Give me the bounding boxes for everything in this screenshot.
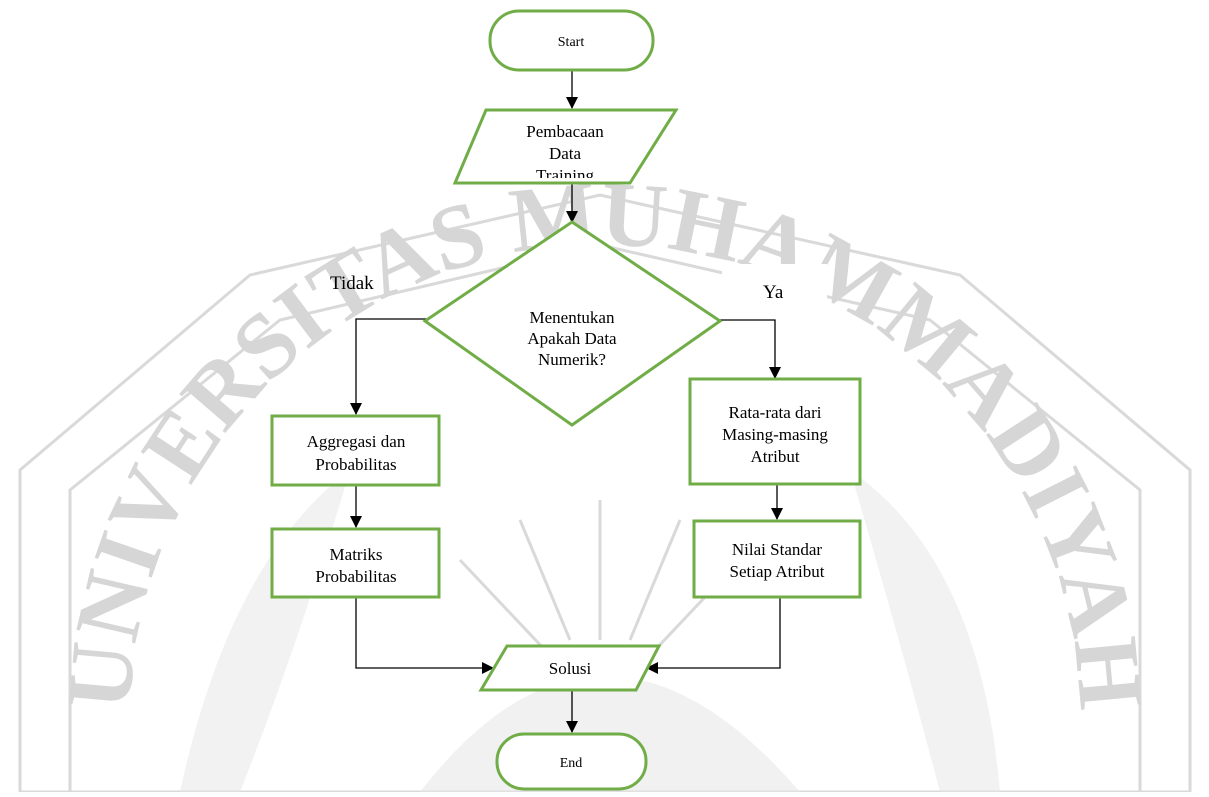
- input-output-shape: [478, 644, 662, 692]
- node-read-label-line-3: Training: [536, 166, 594, 185]
- node-solution: Solusi: [478, 644, 662, 692]
- node-aggregate-label-line-2: Probabilitas: [315, 455, 396, 474]
- node-mean-label-line-2: Masing-masing: [722, 425, 828, 444]
- process-shape: [688, 377, 862, 486]
- node-start-label: Start: [558, 35, 585, 50]
- branch-label-bg: [722, 264, 827, 316]
- node-matrix: Matriks Probabilitas: [270, 527, 441, 599]
- node-read-data: Pembacaan Data Training: [452, 108, 679, 185]
- node-aggregate-label-line-1: Aggregasi dan: [307, 432, 406, 451]
- node-mean-label-line-1: Rata-rata dari: [729, 403, 822, 422]
- edge-decision-yes: [718, 319, 781, 379]
- node-decision: Menentukan Apakah Data Numerik?: [422, 220, 723, 427]
- edge-std-to-solution: [646, 597, 781, 674]
- process-shape: [270, 527, 441, 599]
- process-shape: [692, 519, 862, 599]
- node-start: Start: [488, 9, 655, 72]
- node-matrix-label-line-2: Probabilitas: [315, 567, 396, 586]
- node-decision-label-line-2: Apakah Data: [527, 329, 617, 348]
- node-std: Nilai Standar Setiap Atribut: [692, 519, 862, 599]
- branch-label-no: Tidak: [330, 273, 374, 294]
- input-output-shape: [452, 108, 679, 185]
- process-shape: [270, 414, 441, 487]
- node-std-label-line-2: Setiap Atribut: [730, 562, 825, 581]
- edge-matrix-to-solution: [355, 597, 494, 674]
- node-read-label-line-2: Data: [549, 144, 582, 163]
- node-read-label-line-1: Pembacaan: [526, 122, 604, 141]
- flow-edges: [350, 70, 783, 733]
- node-std-label-line-1: Nilai Standar: [732, 540, 823, 559]
- terminator-shape: [495, 732, 648, 791]
- node-matrix-label-line-1: Matriks: [330, 545, 383, 564]
- node-end: End: [495, 732, 648, 791]
- node-solution-label: Solusi: [549, 659, 592, 678]
- node-decision-label-line-3: Numerik?: [538, 350, 606, 369]
- node-mean: Rata-rata dari Masing-masing Atribut: [688, 377, 862, 486]
- node-mean-label-line-3: Atribut: [750, 447, 799, 466]
- node-decision-label-line-1: Menentukan: [530, 308, 615, 327]
- node-end-label: End: [560, 756, 583, 771]
- terminator-shape: [488, 9, 655, 72]
- node-aggregate: Aggregasi dan Probabilitas: [270, 414, 441, 487]
- edge-decision-no: [350, 318, 427, 415]
- decision-shape: [422, 220, 723, 427]
- branch-label-yes: Ya: [763, 282, 784, 303]
